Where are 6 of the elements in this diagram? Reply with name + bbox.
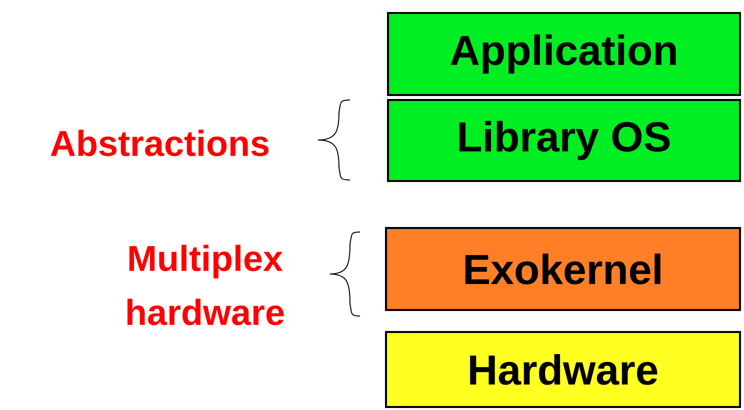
layer-box: Hardware (385, 331, 741, 408)
side-label: Abstractions (50, 130, 269, 156)
layer-box: Library OS (387, 99, 741, 182)
side-label: Multiplex hardware (127, 244, 284, 326)
layer-box: Application (387, 12, 741, 96)
layer-box: Exokernel (385, 227, 741, 311)
